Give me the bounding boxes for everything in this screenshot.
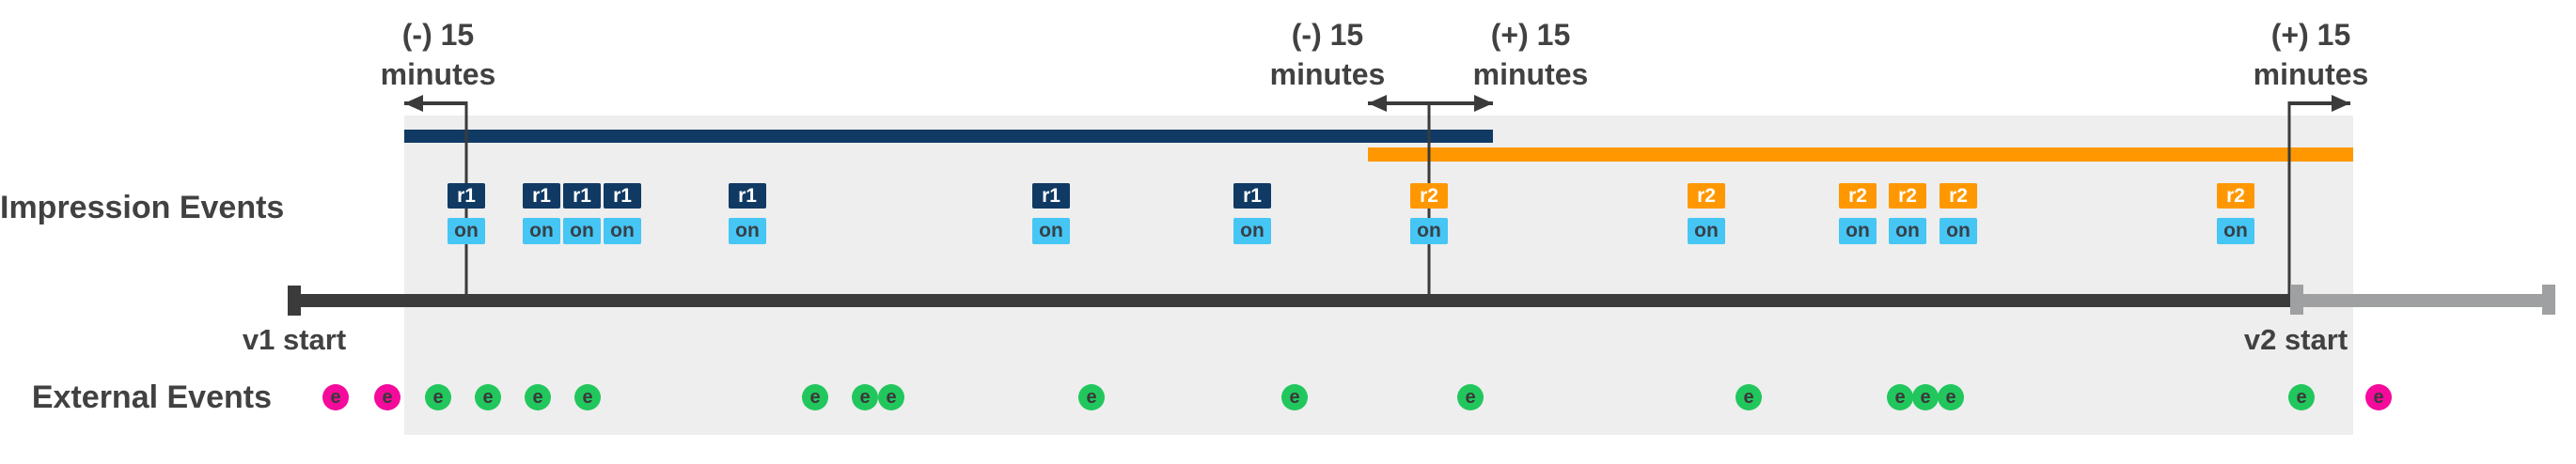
external-event-dot: e (1281, 384, 1308, 410)
release-badge: r1 (729, 183, 766, 209)
v2-serving-bar (1368, 147, 2353, 162)
release-badge: r1 (448, 183, 485, 209)
external-event-dot: e (1912, 384, 1939, 410)
release-badge: r2 (1889, 183, 1926, 209)
external-event-dot: e (1938, 384, 1964, 410)
v2-start-cap (2290, 285, 2303, 315)
arrowhead-left-icon (404, 95, 423, 112)
r2-impression-marker: r2 on (1940, 183, 1977, 244)
post-v2-timeline-bar (2291, 294, 2555, 307)
external-event-dot: e (1887, 384, 1913, 410)
offset-minutes-label: (+) 15 minutes (1473, 15, 1589, 94)
on-status-badge: on (1233, 218, 1271, 244)
external-event-dot: e (1457, 384, 1484, 410)
offset-minutes-label: (-) 15 minutes (381, 15, 496, 94)
release-badge: r1 (604, 183, 641, 209)
external-event-dot: e (525, 384, 551, 410)
r2-impression-marker: r2 on (1410, 183, 1448, 244)
external-event-dot: e (2288, 384, 2315, 410)
release-badge: r1 (523, 183, 560, 209)
external-event-dot: e (2365, 384, 2392, 410)
release-badge: r2 (2217, 183, 2254, 209)
offset-label-line2: minutes (2253, 57, 2369, 91)
external-event-dot: e (1078, 384, 1105, 410)
r1-impression-marker: r1 on (448, 183, 485, 244)
external-event-dot: e (425, 384, 451, 410)
external-event-dot: e (852, 384, 878, 410)
on-status-badge: on (1032, 218, 1070, 244)
r1-impression-marker: r1 on (1032, 183, 1070, 244)
r1-impression-marker: r1 on (1233, 183, 1271, 244)
offset-minutes-label: (-) 15 minutes (1270, 15, 1386, 94)
timeline-end-cap (2542, 285, 2555, 315)
v1-timeline-bar (288, 294, 2291, 307)
arrowhead-right-icon (1474, 95, 1493, 112)
offset-arrow (404, 101, 466, 105)
event-reference-vline (2287, 101, 2291, 300)
offset-label-line2: minutes (380, 57, 496, 91)
offset-label-line1: (-) 15 (1291, 18, 1364, 52)
external-event-dot: e (574, 384, 601, 410)
arrowhead-left-icon (1368, 95, 1387, 112)
v1-serving-bar (404, 130, 1493, 143)
release-badge: r2 (1410, 183, 1448, 209)
r1-impression-marker: r1 on (523, 183, 560, 244)
external-events-row-label: External Events (31, 379, 272, 415)
r2-impression-marker: r2 on (2217, 183, 2254, 244)
release-badge: r1 (563, 183, 601, 209)
on-status-badge: on (2217, 218, 2254, 244)
offset-arrow (1368, 101, 1493, 105)
external-event-dot: e (878, 384, 904, 410)
experiment-window-panel (404, 116, 2353, 435)
release-badge: r2 (1688, 183, 1725, 209)
on-status-badge: on (1940, 218, 1977, 244)
r1-impression-marker: r1 on (729, 183, 766, 244)
release-badge: r1 (1233, 183, 1271, 209)
offset-label-line1: (-) 15 (401, 18, 475, 52)
external-event-dot: e (1736, 384, 1762, 410)
on-status-badge: on (604, 218, 641, 244)
on-status-badge: on (523, 218, 560, 244)
r2-impression-marker: r2 on (1688, 183, 1725, 244)
r2-impression-marker: r2 on (1889, 183, 1926, 244)
offset-label-line1: (+) 15 (1490, 18, 1571, 52)
on-status-badge: on (1410, 218, 1448, 244)
on-status-badge: on (448, 218, 485, 244)
external-event-dot: e (802, 384, 828, 410)
v1-start-label: v1 start (242, 323, 347, 356)
release-badge: r2 (1839, 183, 1877, 209)
on-status-badge: on (1889, 218, 1926, 244)
external-event-dot: e (475, 384, 501, 410)
arrowhead-right-icon (2332, 95, 2350, 112)
v1-start-cap (288, 286, 301, 316)
r1-impression-marker: r1 on (563, 183, 601, 244)
on-status-badge: on (1839, 218, 1877, 244)
offset-label-line2: minutes (1269, 57, 1386, 91)
on-status-badge: on (729, 218, 766, 244)
impression-events-row-label: Impression Events (0, 190, 285, 225)
r2-impression-marker: r2 on (1839, 183, 1877, 244)
v2-start-label: v2 start (2243, 323, 2348, 356)
on-status-badge: on (1688, 218, 1725, 244)
offset-label-line1: (+) 15 (2270, 18, 2351, 52)
offset-arrow (2288, 101, 2350, 105)
release-badge: r2 (1940, 183, 1977, 209)
external-event-dot: e (322, 384, 349, 410)
on-status-badge: on (563, 218, 601, 244)
r1-impression-marker: r1 on (604, 183, 641, 244)
release-badge: r1 (1032, 183, 1070, 209)
external-event-dot: e (374, 384, 401, 410)
offset-minutes-label: (+) 15 minutes (2254, 15, 2369, 94)
offset-label-line2: minutes (1472, 57, 1589, 91)
